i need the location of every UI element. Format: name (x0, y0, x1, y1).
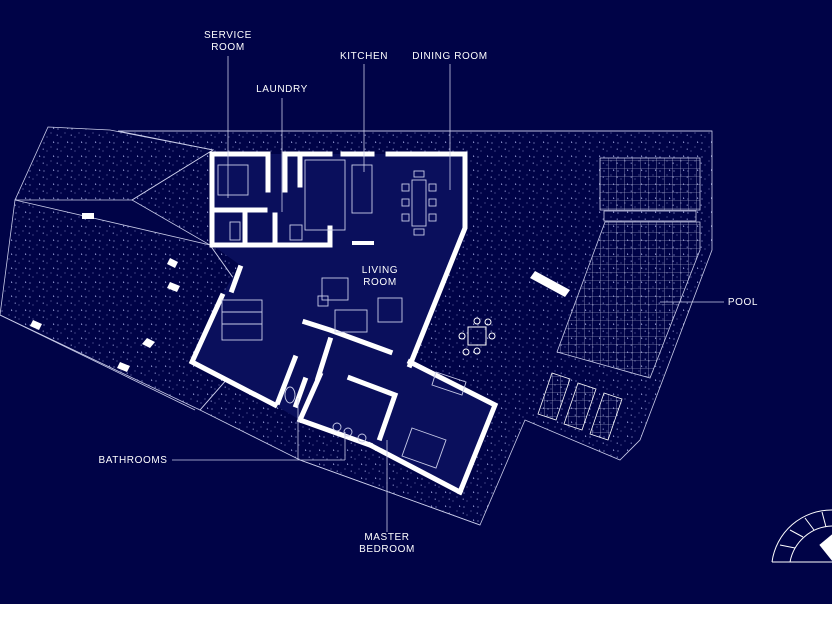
walls (188, 151, 499, 496)
label-master-bedroom-line1: MASTER (364, 532, 410, 543)
label-living-room: LIVING ROOM (356, 265, 404, 289)
pool-grid (556, 157, 701, 379)
furniture (217, 159, 467, 469)
label-service-room-line2: ROOM (211, 42, 245, 53)
label-bathrooms: BATHROOMS (98, 455, 168, 466)
label-living-room-line1: LIVING (361, 265, 399, 276)
label-service-room: SERVICE ROOM (200, 30, 256, 54)
leader-lines (172, 56, 724, 532)
label-laundry: LAUNDRY (256, 84, 308, 95)
label-dining-room: DINING ROOM (412, 51, 488, 62)
label-kitchen: KITCHEN (339, 51, 389, 62)
outdoor-dining-set (458, 317, 496, 356)
north-arrow-compass (771, 509, 832, 563)
label-living-room-line2: ROOM (363, 277, 397, 288)
sun-loungers (537, 372, 623, 441)
label-master-bedroom: MASTER BEDROOM (354, 532, 420, 556)
exterior-wall-segments (30, 213, 570, 372)
floor-plan-drawing (0, 56, 832, 563)
floor-plan-diagram: SERVICE ROOM LAUNDRY KITCHEN DINING ROOM… (0, 30, 832, 563)
house-interior (192, 154, 495, 492)
bottom-white-strip (0, 604, 832, 624)
label-pool: POOL (727, 297, 759, 308)
label-service-room-line1: SERVICE (204, 30, 252, 41)
label-master-bedroom-line2: BEDROOM (359, 544, 415, 555)
